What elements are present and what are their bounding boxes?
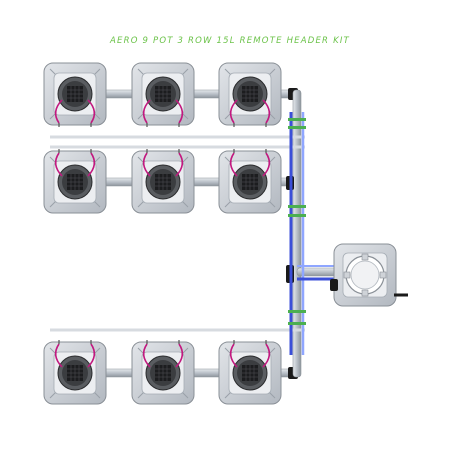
drip-tube xyxy=(142,152,151,177)
tank-lid-inner xyxy=(350,260,380,290)
green-connector xyxy=(288,126,306,129)
tube-layer xyxy=(50,112,345,355)
pot-bevel xyxy=(49,156,101,208)
drip-tube xyxy=(175,343,184,368)
green-connector xyxy=(288,322,306,325)
pot-bevel xyxy=(224,347,276,399)
pot-bevel xyxy=(224,68,276,120)
pot-3 xyxy=(218,62,282,127)
pot-bevel xyxy=(137,347,189,399)
tank-outlet-fitting xyxy=(330,279,338,291)
drip-tube xyxy=(262,99,271,124)
drip-tube xyxy=(262,343,271,368)
drip-tube xyxy=(229,99,238,124)
pot-bevel xyxy=(49,347,101,399)
drip-tube xyxy=(229,152,238,177)
tank-lid-clip xyxy=(361,289,369,297)
drip-tube xyxy=(54,343,63,368)
pot-6 xyxy=(218,149,282,214)
drip-tube xyxy=(142,343,151,368)
pot-2 xyxy=(131,62,195,127)
pot-8 xyxy=(131,340,195,405)
pot-bevel xyxy=(49,68,101,120)
green-connector xyxy=(288,205,306,208)
pipe-layer xyxy=(74,88,350,379)
drip-tube xyxy=(87,343,96,368)
green-connector xyxy=(288,310,306,313)
drip-tube xyxy=(87,152,96,177)
header-tank xyxy=(330,243,408,307)
pot-layer xyxy=(43,62,282,405)
drip-tube xyxy=(87,99,96,124)
pot-bevel xyxy=(137,68,189,120)
drip-tube xyxy=(54,99,63,124)
drip-tube xyxy=(175,99,184,124)
pot-bevel xyxy=(137,156,189,208)
drip-tube xyxy=(175,152,184,177)
pot-1 xyxy=(43,62,107,127)
drip-tube xyxy=(262,152,271,177)
tank-lid-clip xyxy=(361,253,369,261)
pot-7 xyxy=(43,340,107,405)
manifold-pipe xyxy=(292,89,302,378)
pot-5 xyxy=(131,149,195,214)
kit-title: AERO 9 POT 3 ROW 15L REMOTE HEADER KIT xyxy=(110,36,350,46)
green-connector xyxy=(288,118,306,121)
drip-tube xyxy=(54,152,63,177)
tank-lid-clip xyxy=(379,271,387,279)
tank-lid-clip xyxy=(343,271,351,279)
pot-4 xyxy=(43,149,107,214)
pot-bevel xyxy=(224,156,276,208)
drip-tube xyxy=(142,99,151,124)
green-connector xyxy=(288,214,306,217)
pot-9 xyxy=(218,340,282,405)
drip-tube xyxy=(229,343,238,368)
